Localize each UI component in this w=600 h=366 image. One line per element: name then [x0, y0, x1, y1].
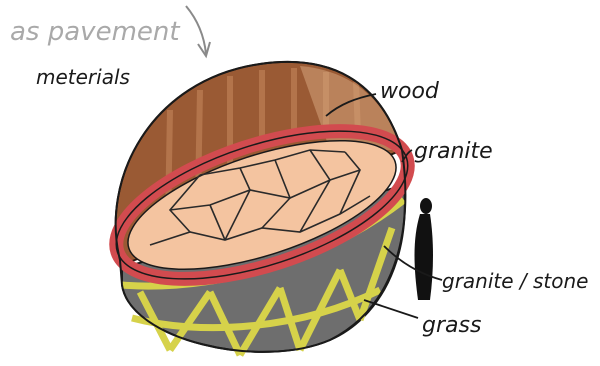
human-figure-icon [415, 198, 434, 300]
label-materials: meterials [36, 65, 130, 89]
label-wood: wood [380, 79, 440, 104]
arrow-down-icon [186, 6, 206, 54]
label-granite-stone: granite / stone [442, 269, 588, 293]
label-granite: granite [414, 139, 493, 164]
label-grass: grass [422, 313, 481, 338]
note-as-pavement: as pavement [10, 17, 180, 47]
